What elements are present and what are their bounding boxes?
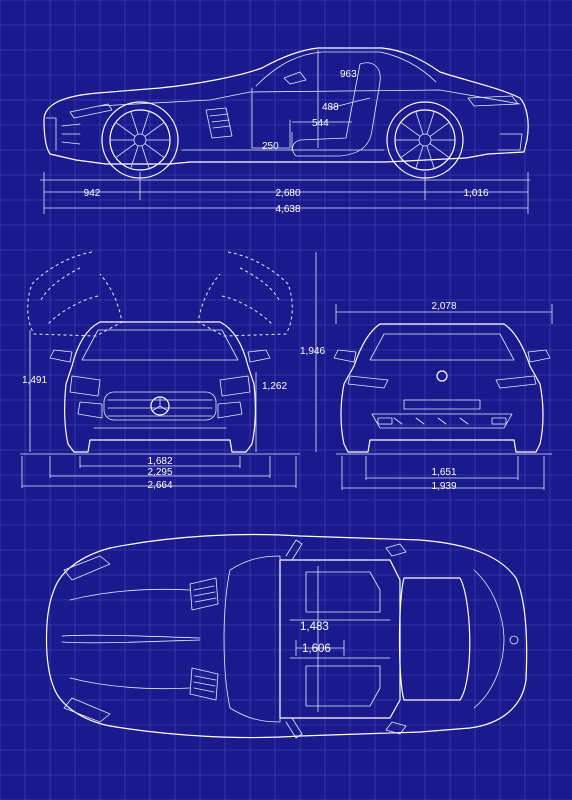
top-cabin-outline — [279, 559, 401, 719]
rear-plate — [403, 399, 481, 410]
front-left-door-open-outline — [27, 251, 123, 337]
dim-front-overhang: 942 — [84, 188, 101, 199]
dim-wheelbase: 2,680 — [275, 188, 300, 199]
side-dimension-lines — [43, 50, 529, 214]
dim-vehicle-height: 1,491 — [22, 375, 47, 386]
top-dimension-lines — [295, 566, 345, 712]
front-grille — [103, 391, 217, 421]
front-body-outline — [64, 321, 256, 453]
rear-dimension-lines — [335, 304, 553, 490]
rear-mirrors — [333, 349, 551, 363]
front-left-door-open-inner — [39, 267, 99, 325]
wheel-spoke — [415, 145, 424, 168]
side-body-outline — [43, 47, 529, 165]
front-windshield — [81, 329, 239, 361]
top-body-outline — [45, 533, 528, 739]
side-belt-line — [97, 89, 521, 107]
top-mirrors — [385, 543, 407, 735]
dim-seat-depth: 488 — [322, 102, 339, 113]
top-headlights — [63, 555, 111, 723]
top-view: 1,483 1,606 — [45, 533, 528, 739]
top-doors-open — [285, 539, 303, 739]
dim-cabin-width: 1,483 — [300, 621, 329, 633]
top-hood-lines — [61, 588, 201, 690]
dim-roof-height: 1,262 — [262, 381, 287, 392]
front-view: 1,946 1,491 1,262 1,682 2,295 2,664 — [20, 251, 325, 491]
side-mirror — [283, 71, 307, 85]
side-front-bumper — [45, 117, 81, 151]
dim-door-open-height: 1,946 — [300, 346, 325, 357]
dim-seat-length: 544 — [312, 118, 329, 129]
wheel-spoke — [130, 145, 139, 168]
wheel-spoke — [141, 112, 150, 135]
wheel-spoke — [429, 143, 449, 158]
wheel-spoke — [130, 112, 139, 135]
top-rear-emblem — [509, 635, 519, 645]
top-rear-window — [398, 577, 471, 701]
side-window-line — [255, 51, 437, 87]
top-gills — [189, 577, 219, 701]
dim-width-mirrors: 2,295 — [147, 467, 172, 478]
wheel-spoke — [415, 112, 424, 135]
wheel-spoke — [116, 122, 136, 137]
wheel-spoke — [429, 122, 449, 137]
front-star-lines — [151, 396, 169, 412]
dim-track-rear: 1,651 — [431, 467, 456, 478]
rear-star-emblem — [436, 370, 448, 382]
front-right-door-open-inner — [221, 267, 281, 325]
rear-exhausts — [377, 417, 507, 425]
front-lower-intakes — [77, 401, 243, 429]
side-view: 942 2,680 1,016 4,638 963 488 544 250 — [40, 47, 530, 215]
side-taillight — [467, 95, 519, 107]
top-seats — [289, 571, 391, 707]
rear-view: 2,078 1,651 1,939 — [333, 301, 553, 492]
front-headlights — [69, 375, 251, 397]
wheel-spoke — [116, 143, 136, 158]
wheel-spoke — [144, 143, 164, 158]
top-windshield — [223, 555, 281, 723]
top-rear-deck — [473, 569, 505, 709]
dim-seat-height: 963 — [340, 69, 357, 80]
side-rear-bumper — [497, 133, 523, 151]
dim-rear-width-body: 2,078 — [431, 301, 456, 312]
wheel-spoke — [401, 143, 421, 158]
front-dimension-lines — [21, 252, 317, 488]
wheel-spoke — [426, 145, 435, 168]
dim-rear-overhang: 1,016 — [463, 188, 488, 199]
dim-track-front: 1,682 — [147, 456, 172, 467]
wheel-spoke — [426, 112, 435, 135]
wheel-spoke — [401, 122, 421, 137]
rear-body-outline — [340, 323, 544, 453]
side-seat — [292, 62, 381, 157]
dim-rear-width-total: 1,939 — [431, 481, 456, 492]
dim-seat-base: 250 — [262, 141, 279, 152]
wheel-spoke — [144, 122, 164, 137]
front-right-door-open-outline — [197, 251, 293, 337]
rear-diffuser — [371, 413, 513, 429]
wheel-spoke — [141, 145, 150, 168]
side-gill — [205, 107, 233, 139]
front-mirrors — [49, 349, 271, 363]
rear-taillights — [347, 375, 537, 389]
dim-overall-length: 4,638 — [275, 204, 300, 215]
rear-window — [369, 333, 515, 361]
side-door-line — [251, 87, 291, 149]
dim-width-doors-open: 2,664 — [147, 480, 172, 491]
side-headlight — [69, 103, 113, 119]
dim-interior-width: 1,606 — [302, 643, 331, 655]
